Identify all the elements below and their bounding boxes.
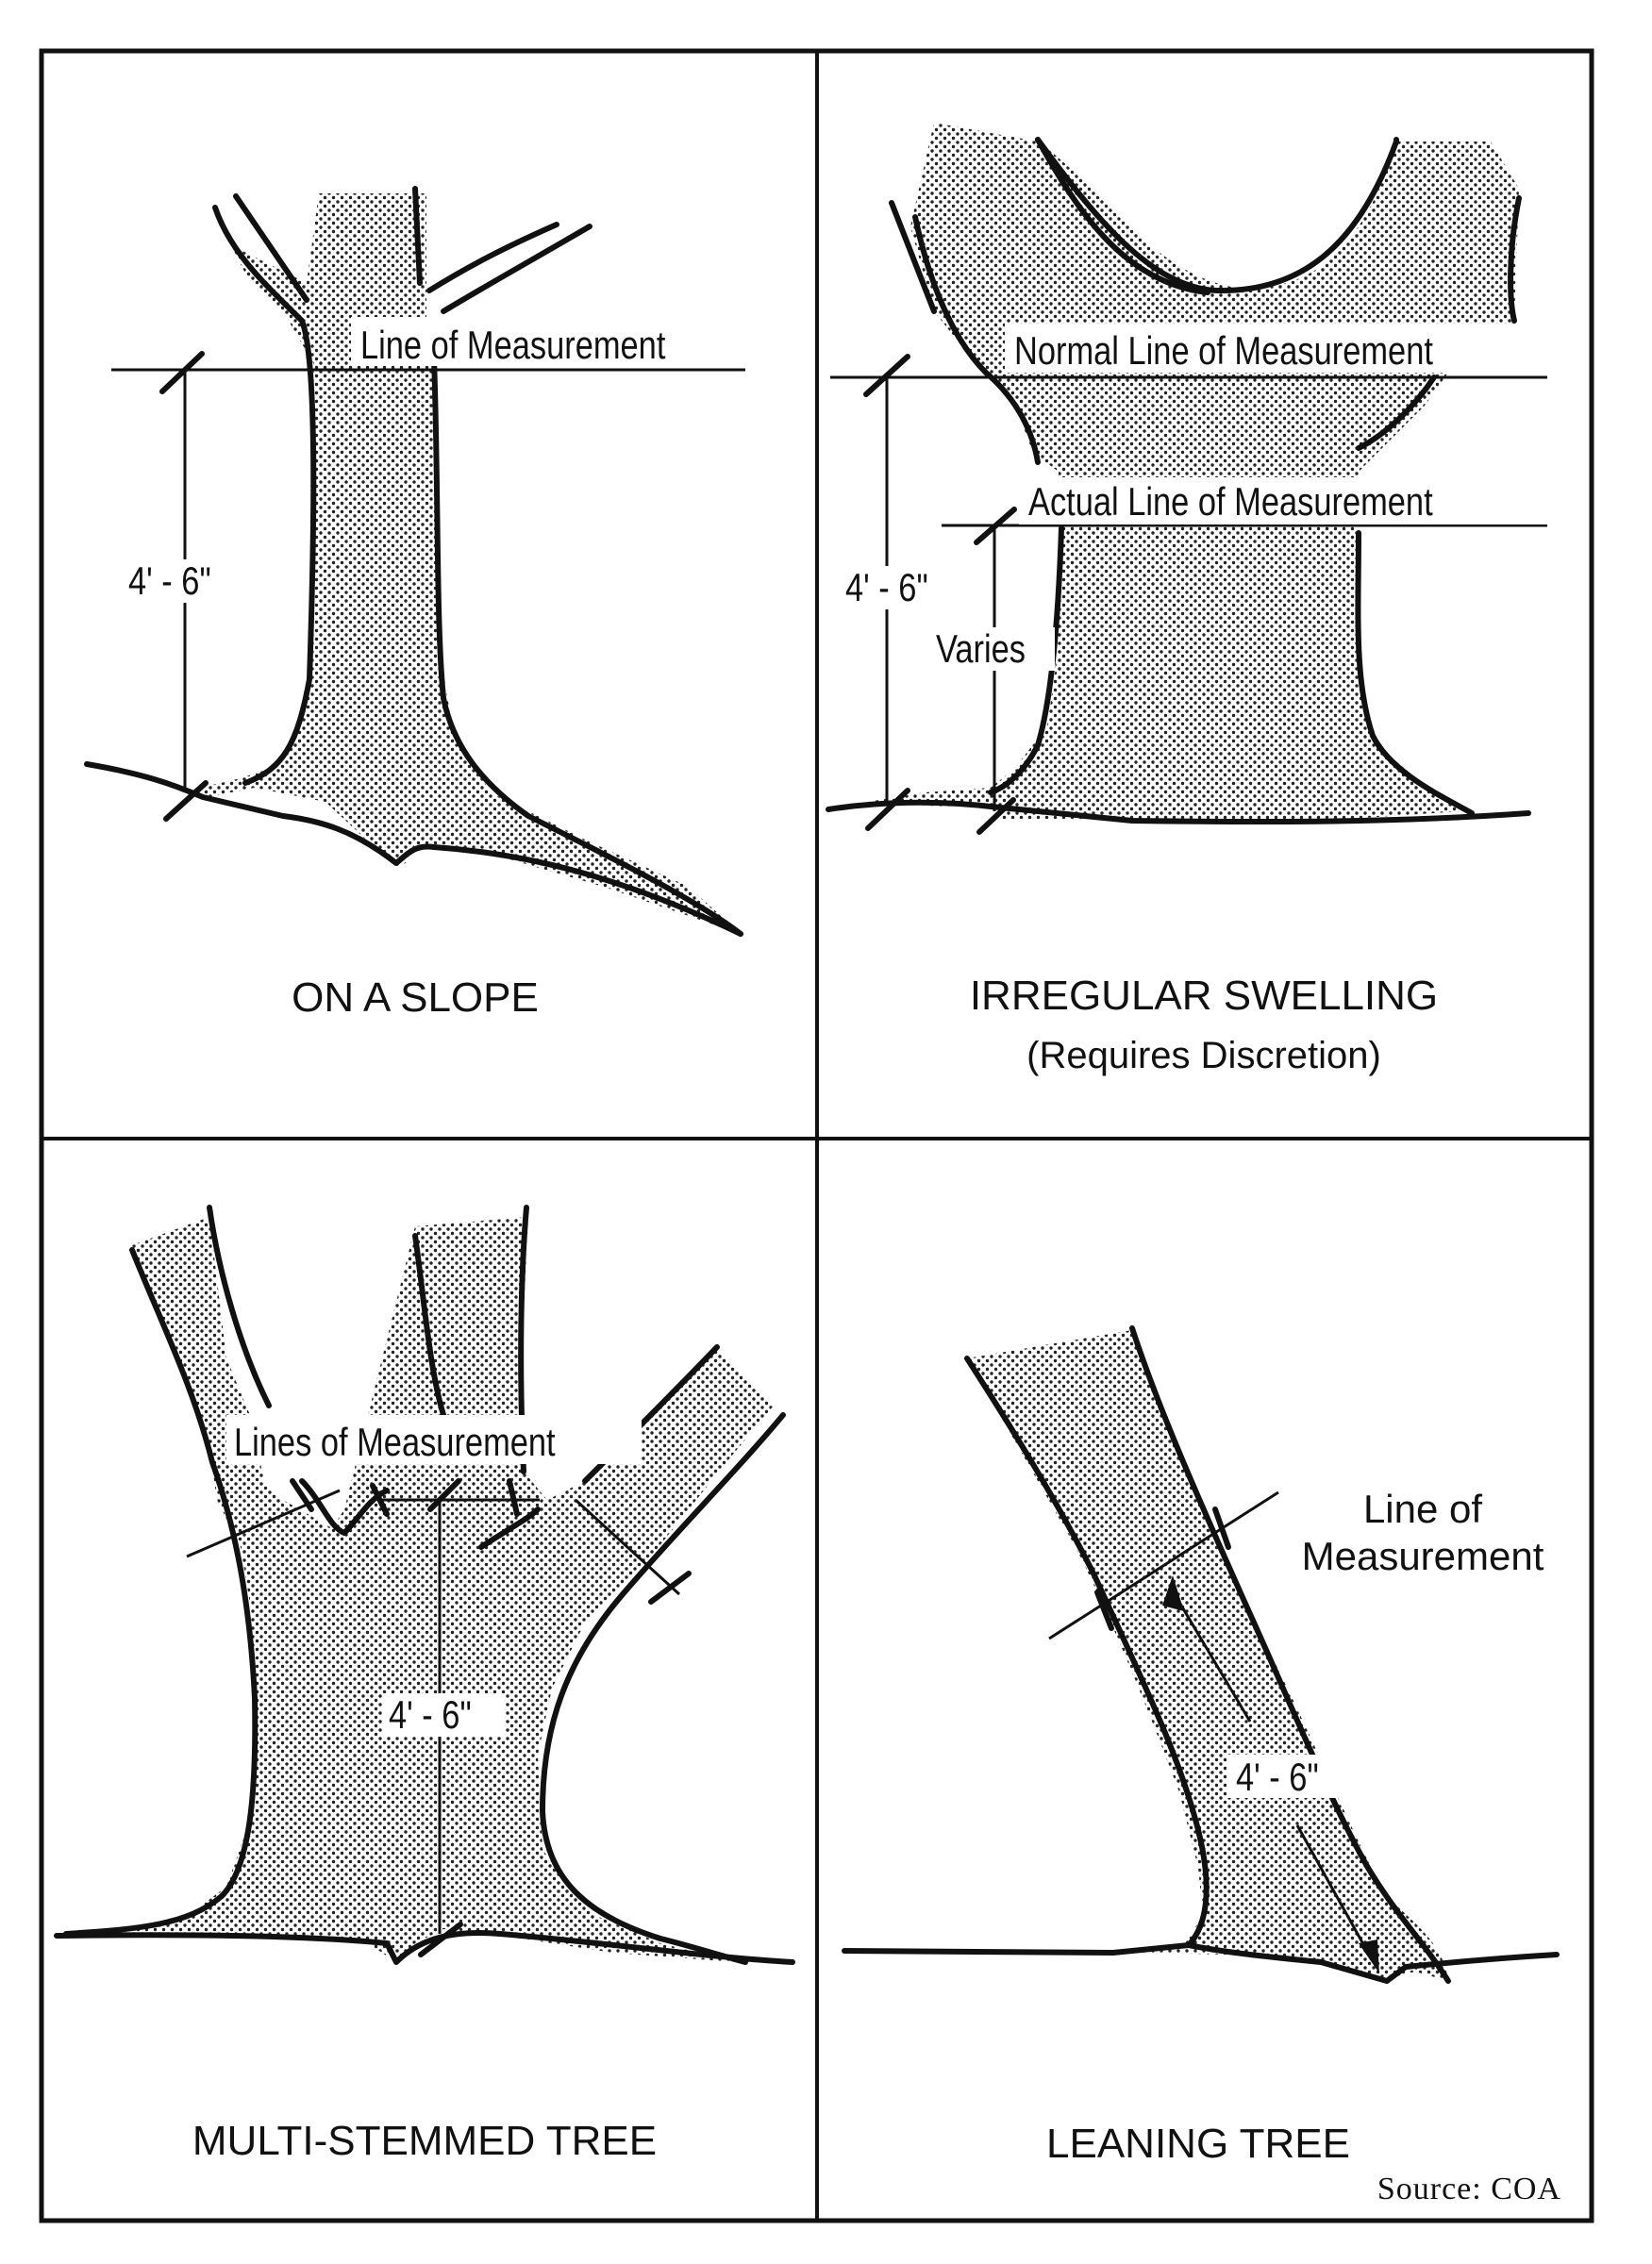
- slope-ground-line: [84, 761, 743, 937]
- leaning-ground-line: [842, 1942, 1560, 1984]
- multistem-stem2-left: [412, 1233, 446, 1418]
- leaning-left-bark: [964, 1356, 1210, 1948]
- multistem-stem3-outer: [540, 1412, 786, 1965]
- swelling-height-label-bg: [838, 566, 951, 609]
- swelling-tree-body: [868, 123, 1519, 821]
- multistem-crotch-right: [478, 1507, 541, 1550]
- leaning-line-label-2: Measurement: [1302, 1534, 1544, 1578]
- multistem-tick-1: [290, 1478, 314, 1512]
- leaning-tick-lower: [1094, 1590, 1114, 1631]
- multistem-measurement-line-left: [186, 1489, 341, 1558]
- leaning-tree-body: [967, 1330, 1448, 1981]
- multistem-lines-label: Lines of Measurement: [234, 1421, 556, 1465]
- swelling-normal-label: Normal Line of Measurement: [1014, 329, 1433, 374]
- swelling-right-mid: [1356, 375, 1437, 451]
- slope-height-label-bg: [123, 559, 245, 603]
- swelling-right-top: [1393, 137, 1522, 324]
- swelling-bottom-tick-right: [976, 797, 1016, 835]
- slope-bottom-tick: [163, 780, 209, 822]
- panel-leaning-tree: 4' - 6" Line of Measurement LEANING TREE…: [842, 1325, 1561, 2206]
- slope-line-label-bg: [351, 317, 766, 366]
- multistem-stem1-right: [207, 1205, 272, 1408]
- leaning-height-label: 4' - 6": [1236, 1756, 1319, 1800]
- slope-caption: ON A SLOPE: [292, 974, 539, 1021]
- leaning-right-bark: [1129, 1325, 1451, 1984]
- leaning-tick-upper: [1212, 1507, 1231, 1550]
- swelling-caption-sub: (Requires Discretion): [1026, 1035, 1381, 1076]
- leaning-measurement-line: [1048, 1490, 1279, 1640]
- leaning-caption: LEANING TREE: [1046, 2121, 1350, 2167]
- multistem-measurement-line-right: [574, 1498, 681, 1596]
- multistem-stem3-left: [582, 1344, 720, 1484]
- swelling-varies-label-bg: [932, 627, 1055, 671]
- swelling-left-bark: [912, 214, 1041, 465]
- multistem-lines-label-bg: [226, 1415, 642, 1464]
- leaning-arrow-lower-head: [1359, 1939, 1379, 1973]
- swelling-normal-label-bg: [1005, 324, 1552, 373]
- leaning-arrow-upper-head: [1162, 1575, 1184, 1611]
- panel-on-a-slope: Line of Measurement 4' - 6" ON A SLOPE: [84, 186, 766, 1021]
- swelling-lower-right-bark: [1355, 530, 1475, 816]
- multistem-height-label: 4' - 6": [389, 1693, 472, 1738]
- slope-line-label: Line of Measurement: [360, 324, 666, 368]
- leaning-height-label-bg: [1226, 1755, 1349, 1798]
- slope-tree-left-branch: [233, 193, 309, 303]
- multistem-tick-2: [370, 1483, 390, 1517]
- slope-tree-left-bark: [212, 205, 317, 786]
- multistem-tree-body: [57, 1217, 774, 1962]
- multistem-ground-line: [54, 1930, 795, 1965]
- swelling-lower-left-bark: [988, 525, 1064, 795]
- slope-tree-right-branch-b: [426, 222, 559, 293]
- slope-height-label: 4' - 6": [128, 559, 211, 604]
- swelling-actual-label: Actual Line of Measurement: [1028, 480, 1433, 524]
- slope-tree-right-branch-c: [441, 224, 592, 314]
- multistem-tick-5: [648, 1571, 692, 1605]
- multistem-tick-4: [507, 1478, 520, 1517]
- swelling-actual-tick: [974, 507, 1017, 545]
- swelling-caption: IRREGULAR SWELLING: [970, 973, 1438, 1019]
- slope-top-tick: [159, 351, 205, 394]
- leaning-arrow-lower: [1295, 1824, 1370, 1954]
- swelling-actual-label-bg: [1019, 477, 1552, 524]
- multistem-bottom-tick: [418, 1922, 463, 1957]
- multistem-tick-3: [427, 1478, 461, 1512]
- slope-tree-right-bark: [431, 356, 743, 937]
- multistem-height-label-bg: [382, 1693, 505, 1737]
- swelling-varies-label: Varies: [936, 627, 1026, 672]
- slope-tree-trunk: [189, 193, 741, 934]
- swelling-height-label: 4' - 6": [845, 566, 928, 610]
- panel-grid: [39, 48, 1594, 2223]
- panel-irregular-swelling: Normal Line of Measurement Actual Line o…: [826, 123, 1552, 1076]
- swelling-crown-curve: [1035, 137, 1399, 294]
- slope-tree-right-branch-a: [412, 186, 423, 286]
- panel-multi-stemmed-tree: Lines of Measurement 4' - 6" MULTI-STEMM…: [54, 1205, 795, 2164]
- swelling-bottom-tick-left: [865, 788, 910, 831]
- leaning-arrow-upper: [1173, 1593, 1252, 1723]
- multistem-left-bark: [63, 1247, 259, 1937]
- swelling-normal-tick: [863, 354, 910, 397]
- leaning-line-label-1: Line of: [1363, 1487, 1482, 1531]
- swelling-left-top: [889, 137, 1210, 314]
- source-note: Source: COA: [1377, 2172, 1561, 2206]
- multistem-caption: MULTI-STEMMED TREE: [192, 2118, 657, 2164]
